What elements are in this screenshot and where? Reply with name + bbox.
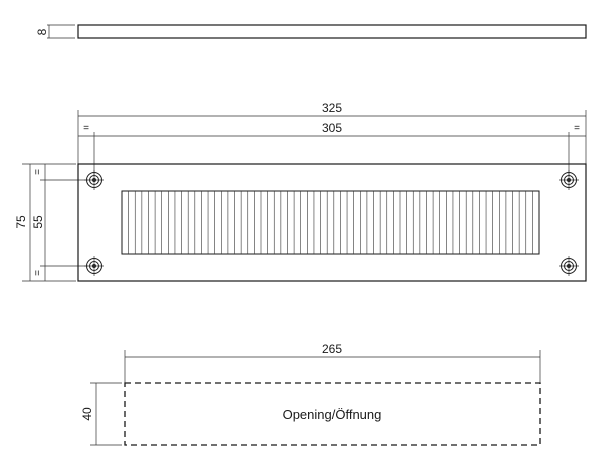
equal-mark-bottom: = xyxy=(33,270,44,276)
overall-width-label: 325 xyxy=(322,101,342,115)
thickness-label: 8 xyxy=(35,28,49,35)
opening-height-label: 40 xyxy=(80,407,94,421)
equal-mark-left: = xyxy=(83,123,89,134)
opening-label: Opening/Öffnung xyxy=(283,407,382,422)
screw-hole-top-right xyxy=(559,170,579,190)
screw-hole-top-left xyxy=(84,170,104,190)
opening-outline xyxy=(124,382,541,446)
opening-width-label: 265 xyxy=(322,342,342,356)
slot-frame xyxy=(121,190,540,255)
overall-height-label: 75 xyxy=(14,215,28,229)
side-view: 8 xyxy=(35,24,587,39)
screw-hole-bottom-left xyxy=(84,256,104,276)
slot-ribs xyxy=(128,191,533,254)
equal-mark-right: = xyxy=(574,123,580,134)
plate-outline xyxy=(77,163,587,282)
side-profile xyxy=(77,24,587,39)
hole-spacing-height-label: 55 xyxy=(31,215,45,229)
screw-hole-bottom-right xyxy=(559,256,579,276)
opening-view: 265 40 Opening/Öffnung xyxy=(80,342,541,446)
hole-spacing-width-label: 305 xyxy=(322,121,342,135)
equal-mark-top: = xyxy=(33,169,44,175)
front-view: 325 305 = = 75 55 = = xyxy=(14,101,587,282)
